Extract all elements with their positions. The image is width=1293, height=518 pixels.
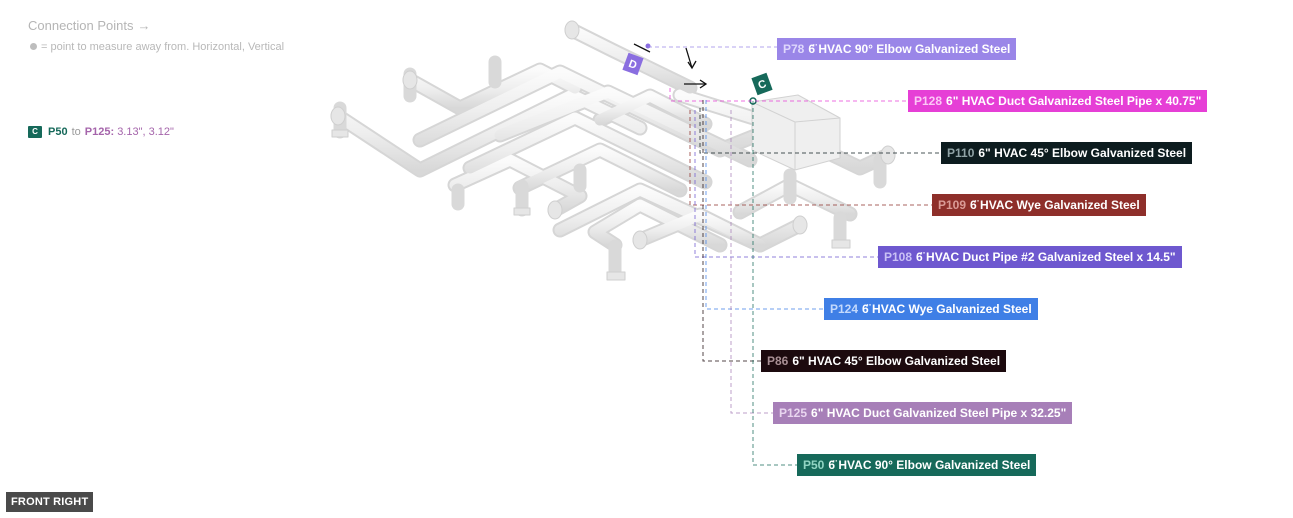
part-label-text: 6" HVAC Duct Galvanized Steel Pipe x 40.… <box>946 94 1202 108</box>
leader-line-p128 <box>669 88 908 102</box>
part-label-text: 6" HVAC 45° Elbow Galvanized Steel <box>792 354 1001 368</box>
view-orientation-badge[interactable]: FRONT RIGHT <box>6 492 94 512</box>
part-label-id: P50 <box>803 458 825 472</box>
part-label-text: 6̈ HVAC 90° Elbow Galvanized Steel <box>828 458 1031 472</box>
leader-lines <box>648 46 941 466</box>
marker-d[interactable]: D <box>622 52 644 76</box>
part-label-id: P128 <box>914 94 943 108</box>
leader-line-p124 <box>705 100 824 310</box>
leader-line-p109 <box>689 110 932 206</box>
measurement-to: P125: <box>84 126 115 138</box>
marker-d-point <box>645 43 651 49</box>
marker-c-text: C <box>757 78 769 92</box>
hint-text: = point to measure away from. Horizontal… <box>41 41 285 53</box>
leader-line-p110 <box>699 108 941 154</box>
part-label-text: 6" HVAC Duct Galvanized Steel Pipe x 32.… <box>811 406 1067 420</box>
leader-line-p86 <box>702 100 761 362</box>
part-label-text: 6̈ HVAC Wye Galvanized Steel <box>970 198 1140 212</box>
measurement-to-word: to <box>71 126 81 138</box>
connection-points-header[interactable]: Connection Points→ <box>28 18 151 33</box>
part-label-text: 6̈ HVAC 90° Elbow Galvanized Steel <box>808 42 1011 56</box>
part-label-text: 6" HVAC 45° Elbow Galvanized Steel <box>978 146 1187 160</box>
arrow-right-icon: → <box>137 18 151 33</box>
part-label-id: P125 <box>779 406 808 420</box>
part-label-text: 6̈ HVAC Wye Galvanized Steel <box>862 302 1032 316</box>
leader-line-p108 <box>694 110 878 258</box>
point-dot-icon <box>30 43 37 50</box>
leader-line-p125 <box>730 110 773 414</box>
connection-points-hint: = point to measure away from. Horizontal… <box>30 41 284 53</box>
marker-d-text: D <box>627 58 639 72</box>
measurement-tag: C <box>28 126 42 138</box>
part-label-text: 6̈ HVAC Duct Pipe #2 Galvanized Steel x … <box>916 250 1176 264</box>
leader-line-p50 <box>752 101 797 466</box>
marker-c[interactable]: C <box>751 72 773 96</box>
connection-points-title: Connection Points <box>28 18 134 33</box>
measurement-values: 3.13", 3.12" <box>117 126 174 138</box>
part-label-id: P78 <box>783 42 805 56</box>
part-label-id: P124 <box>830 302 859 316</box>
part-label-id: P108 <box>884 250 913 264</box>
part-label-id: P110 <box>947 146 975 160</box>
part-label-id: P86 <box>767 354 789 368</box>
measurement-arrows <box>633 43 708 89</box>
measurement-from: P50 <box>48 126 68 138</box>
part-label-id: P109 <box>938 198 967 212</box>
